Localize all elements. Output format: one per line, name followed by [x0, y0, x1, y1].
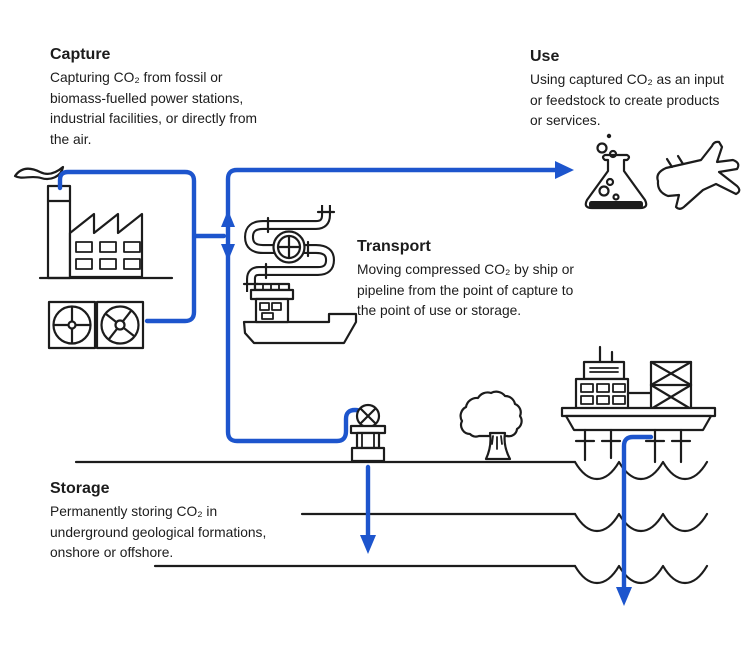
chimney	[46, 184, 72, 280]
capture-line: biomass-fuelled power stations,	[50, 90, 244, 106]
storage-line: underground geological formations,	[50, 524, 267, 540]
pipeline-valve-icon	[242, 205, 336, 292]
capture-line: industrial facilities, or directly from	[50, 111, 258, 126]
use-text-block: Use Using captured CO₂ as an input or fe…	[530, 48, 724, 132]
use-line: or services.	[530, 113, 601, 128]
ground-and-layers	[74, 460, 709, 585]
flow-capture-line	[57, 169, 197, 324]
flask-icon	[584, 133, 648, 210]
storage-line: Permanently storing CO₂ in	[50, 504, 218, 519]
capture-text-block: Capture Capturing CO₂ from fossil or bio…	[50, 46, 257, 150]
tree-icon	[459, 390, 523, 461]
water-waves	[573, 512, 709, 533]
arrow-down-icon	[221, 244, 235, 261]
antenna-masts	[598, 345, 614, 364]
airplane-window-ticks	[665, 154, 685, 169]
use-title: Use	[530, 48, 560, 65]
capture-title: Capture	[50, 46, 111, 63]
arrow-up-icon	[221, 210, 235, 227]
ship-hull	[242, 312, 358, 345]
flow-main-line	[225, 167, 559, 444]
platform-legs	[583, 428, 683, 464]
transport-text-block: Transport Moving compressed CO₂ by ship …	[357, 238, 574, 322]
wellhead-valve-icon	[349, 403, 387, 463]
platform-windows	[580, 383, 626, 405]
factory-windows	[75, 241, 141, 270]
factory-icon	[13, 165, 174, 280]
arrow-down-icon	[360, 535, 376, 554]
offshore-platform-icon	[560, 345, 717, 464]
use-line: or feedstock to create products	[530, 92, 720, 108]
platform-deck	[560, 406, 717, 418]
derrick-bracing	[649, 360, 693, 411]
flask-bubbles	[596, 142, 620, 201]
transport-line: the point of use or storage.	[357, 303, 522, 318]
transport-line: pipeline from the point of capture to	[357, 282, 574, 298]
trunk-lines	[491, 435, 503, 450]
water-waves	[573, 564, 709, 585]
use-line: Using captured CO₂ as an input	[530, 72, 725, 87]
capture-line: the air.	[50, 131, 92, 147]
water-waves	[573, 460, 709, 481]
transport-line: Moving compressed CO₂ by ship or	[357, 262, 574, 277]
storage-line: onshore or offshore.	[50, 545, 174, 560]
arrow-down-icon	[616, 587, 632, 606]
ship-icon	[242, 282, 358, 345]
fan-icons	[47, 300, 145, 350]
flow-offshore-line	[621, 434, 654, 591]
factory-body	[68, 212, 144, 279]
transport-title: Transport	[357, 238, 431, 255]
arrow-right-icon	[555, 161, 574, 179]
storage-title: Storage	[50, 480, 110, 497]
storage-text-block: Storage Permanently storing CO₂ in under…	[50, 480, 266, 564]
ship-windows	[259, 302, 282, 320]
capture-line: Capturing CO₂ from fossil or	[50, 70, 223, 85]
airplane-icon	[656, 140, 741, 210]
smoke-icon	[13, 165, 65, 181]
flask-liquid	[589, 201, 643, 208]
co2-flow-arrows	[57, 161, 654, 606]
